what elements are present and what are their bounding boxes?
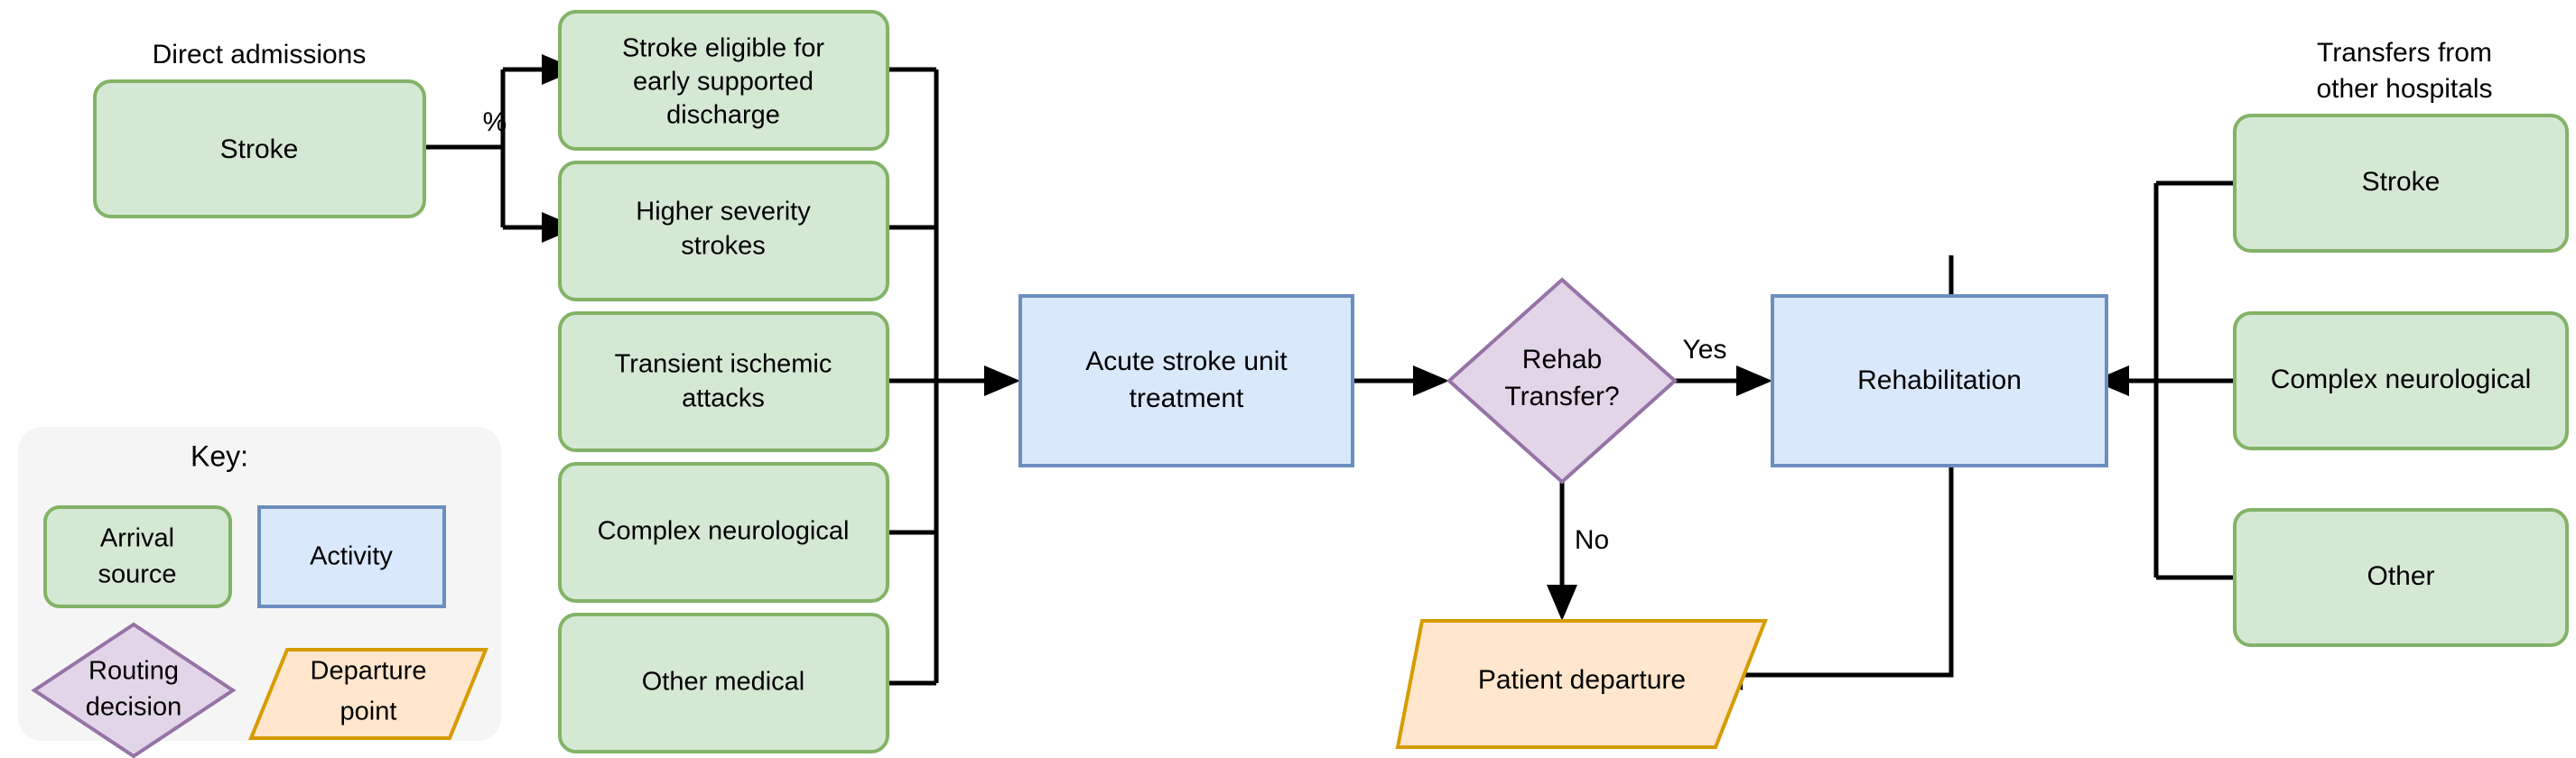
arrowhead-decision: [1413, 365, 1449, 396]
node-patient-type-other-shape[interactable]: [558, 613, 889, 753]
key-item-departure-point: Departure point: [248, 648, 488, 740]
node-transfer-other[interactable]: Other: [2233, 508, 2569, 647]
node-transfer-complex[interactable]: Complex neurological: [2233, 311, 2569, 450]
node-acute-stroke-unit[interactable]: Acute stroke unit treatment: [1018, 294, 1354, 467]
node-patient-departure[interactable]: Patient departure: [1395, 619, 1768, 749]
edge-label-percent: %: [483, 107, 507, 137]
node-patient-type-ese-shape[interactable]: [558, 10, 889, 151]
node-patient-type-tia[interactable]: Transient ischemic attacks: [558, 311, 889, 452]
node-patient-type-hss-shape[interactable]: [558, 161, 889, 301]
node-transfer-other-shape[interactable]: [2233, 508, 2569, 647]
node-patient-type-hss[interactable]: Higher severity strokes: [558, 161, 889, 301]
key-item-activity-shape: [257, 505, 446, 608]
node-patient-type-complex-shape[interactable]: [558, 462, 889, 603]
node-patient-type-tia-shape[interactable]: [558, 311, 889, 452]
arrowhead-acute: [984, 365, 1020, 396]
caption-transfers-line2: other hospitals: [2316, 74, 2492, 104]
node-rehab-transfer-decision-shape[interactable]: [1446, 277, 1678, 485]
key-item-routing-decision-shape: [31, 622, 237, 758]
node-direct-stroke-shape[interactable]: [93, 79, 426, 218]
node-rehabilitation-shape[interactable]: [1771, 294, 2108, 467]
node-transfer-stroke-shape[interactable]: [2233, 114, 2569, 253]
node-transfer-stroke[interactable]: Stroke: [2233, 114, 2569, 253]
key-panel: Key: Arrival source Activity Routing dec…: [18, 427, 501, 758]
key-item-departure-point-shape: [248, 648, 488, 740]
caption-transfers-line1: Transfers from: [2317, 38, 2492, 68]
key-item-arrival-source-shape: [43, 505, 232, 608]
node-direct-stroke[interactable]: Stroke: [93, 79, 426, 218]
node-patient-departure-shape[interactable]: [1395, 619, 1768, 749]
key-title: Key:: [191, 439, 248, 472]
node-rehabilitation[interactable]: Rehabilitation: [1771, 294, 2108, 467]
arrowhead-rehab: [1736, 365, 1772, 396]
arrowhead-departure-no: [1547, 585, 1577, 621]
edge-label-yes: Yes: [1683, 335, 1727, 365]
edge-label-no: No: [1575, 525, 1609, 555]
node-patient-type-other[interactable]: Other medical: [558, 613, 889, 753]
node-patient-type-ese[interactable]: Stroke eligible for early supported disc…: [558, 10, 889, 151]
caption-direct-admissions: Direct admissions: [153, 40, 367, 69]
key-item-activity: Activity: [257, 505, 446, 608]
node-acute-stroke-unit-shape[interactable]: [1018, 294, 1354, 467]
key-item-arrival-source: Arrival source: [43, 505, 232, 608]
node-patient-type-complex[interactable]: Complex neurological: [558, 462, 889, 603]
node-rehab-transfer-decision[interactable]: Rehab Transfer?: [1446, 277, 1678, 485]
node-transfer-complex-shape[interactable]: [2233, 311, 2569, 450]
